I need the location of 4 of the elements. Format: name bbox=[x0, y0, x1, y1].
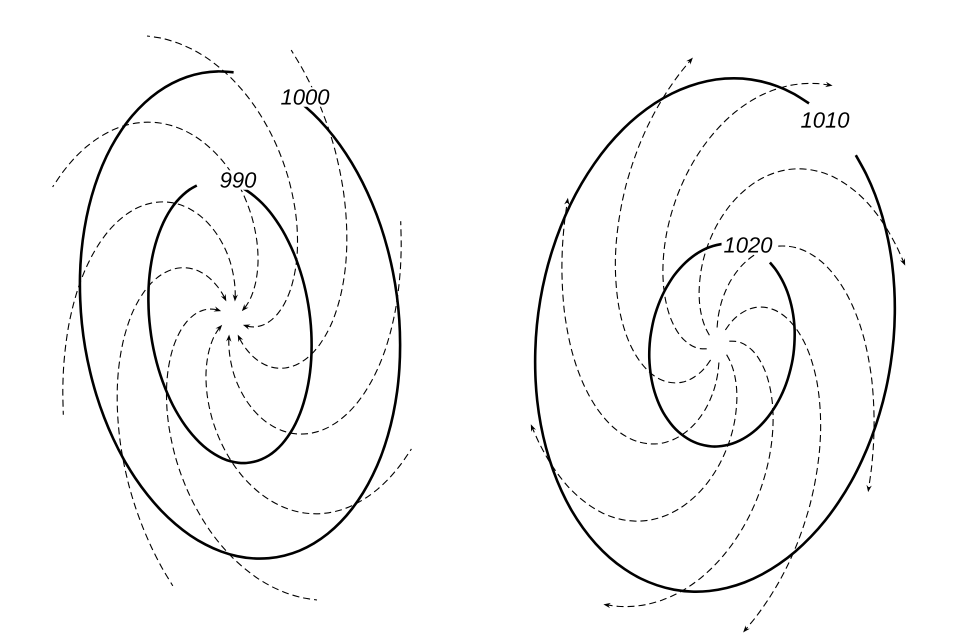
pressure-label: 1000 bbox=[278, 87, 332, 107]
pressure-label: 1020 bbox=[722, 235, 774, 255]
pressure-label: 1010 bbox=[798, 110, 852, 130]
pressure-label: 990 bbox=[218, 170, 258, 190]
